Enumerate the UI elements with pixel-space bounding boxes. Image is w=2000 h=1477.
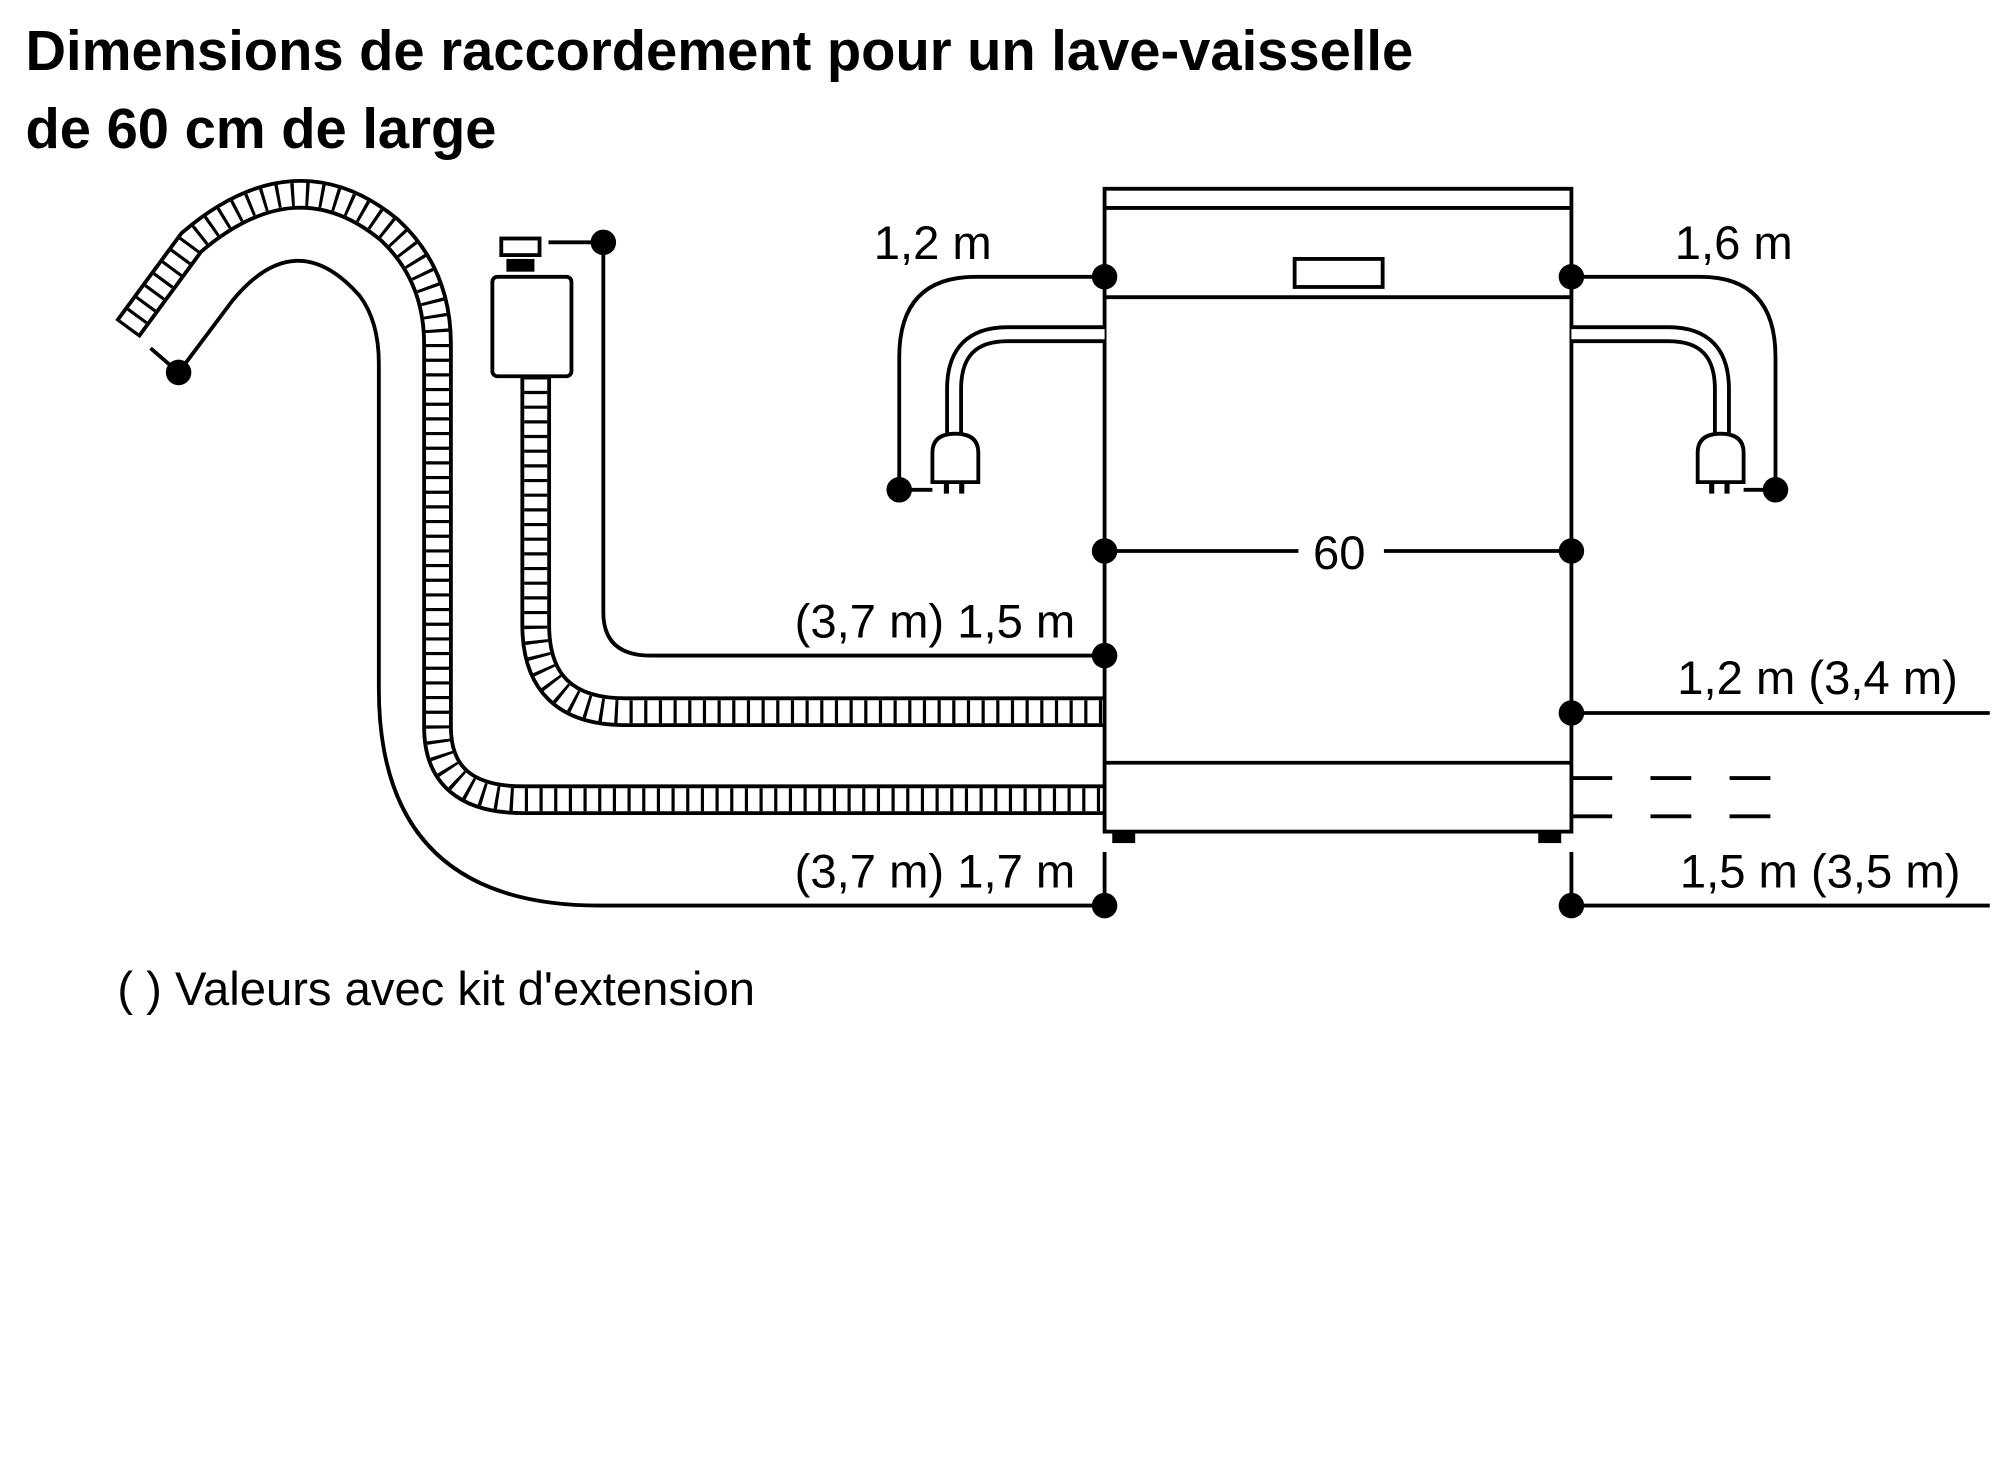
power-right-label: 1,6 m [1675, 217, 1793, 270]
drain-left-label: (3,7 m) 1,7 m [795, 846, 1076, 899]
inlet-length-line [548, 240, 1104, 658]
title-line-2: de 60 cm de large [26, 97, 497, 160]
title-line-1: Dimensions de raccordement pour un lave-… [26, 19, 1414, 82]
power-cord-left [945, 325, 1105, 441]
dishwasher [1102, 186, 1574, 844]
power-left-end-dot [886, 477, 912, 503]
legend-note: ( ) Valeurs avec kit d'extension [117, 963, 755, 1016]
drain-end-dot [165, 359, 192, 386]
tap-connector-icon [490, 236, 574, 379]
plug-left-icon [930, 431, 981, 494]
control-panel [1292, 257, 1385, 289]
inlet-hose [520, 376, 1104, 728]
drain-hose [115, 179, 1104, 816]
foot-right [1538, 831, 1562, 844]
plug-right-icon [1695, 431, 1746, 494]
drain-right-label: 1,5 m (3,5 m) [1680, 846, 1961, 899]
power-cord-right [1571, 325, 1731, 441]
foot-left [1112, 831, 1136, 844]
power-left-line [897, 274, 1105, 490]
power-left-label: 1,2 m [874, 217, 992, 270]
width-label: 60 [1313, 527, 1366, 580]
inlet-end-dot [590, 229, 617, 256]
power-right-end-dot [1762, 477, 1789, 503]
power-right-line [1571, 274, 1778, 490]
inlet-left-label: (3,7 m) 1,5 m [795, 596, 1076, 649]
inlet-right-label: 1,2 m (3,4 m) [1677, 652, 1958, 705]
dimension-dots [1091, 264, 1585, 919]
